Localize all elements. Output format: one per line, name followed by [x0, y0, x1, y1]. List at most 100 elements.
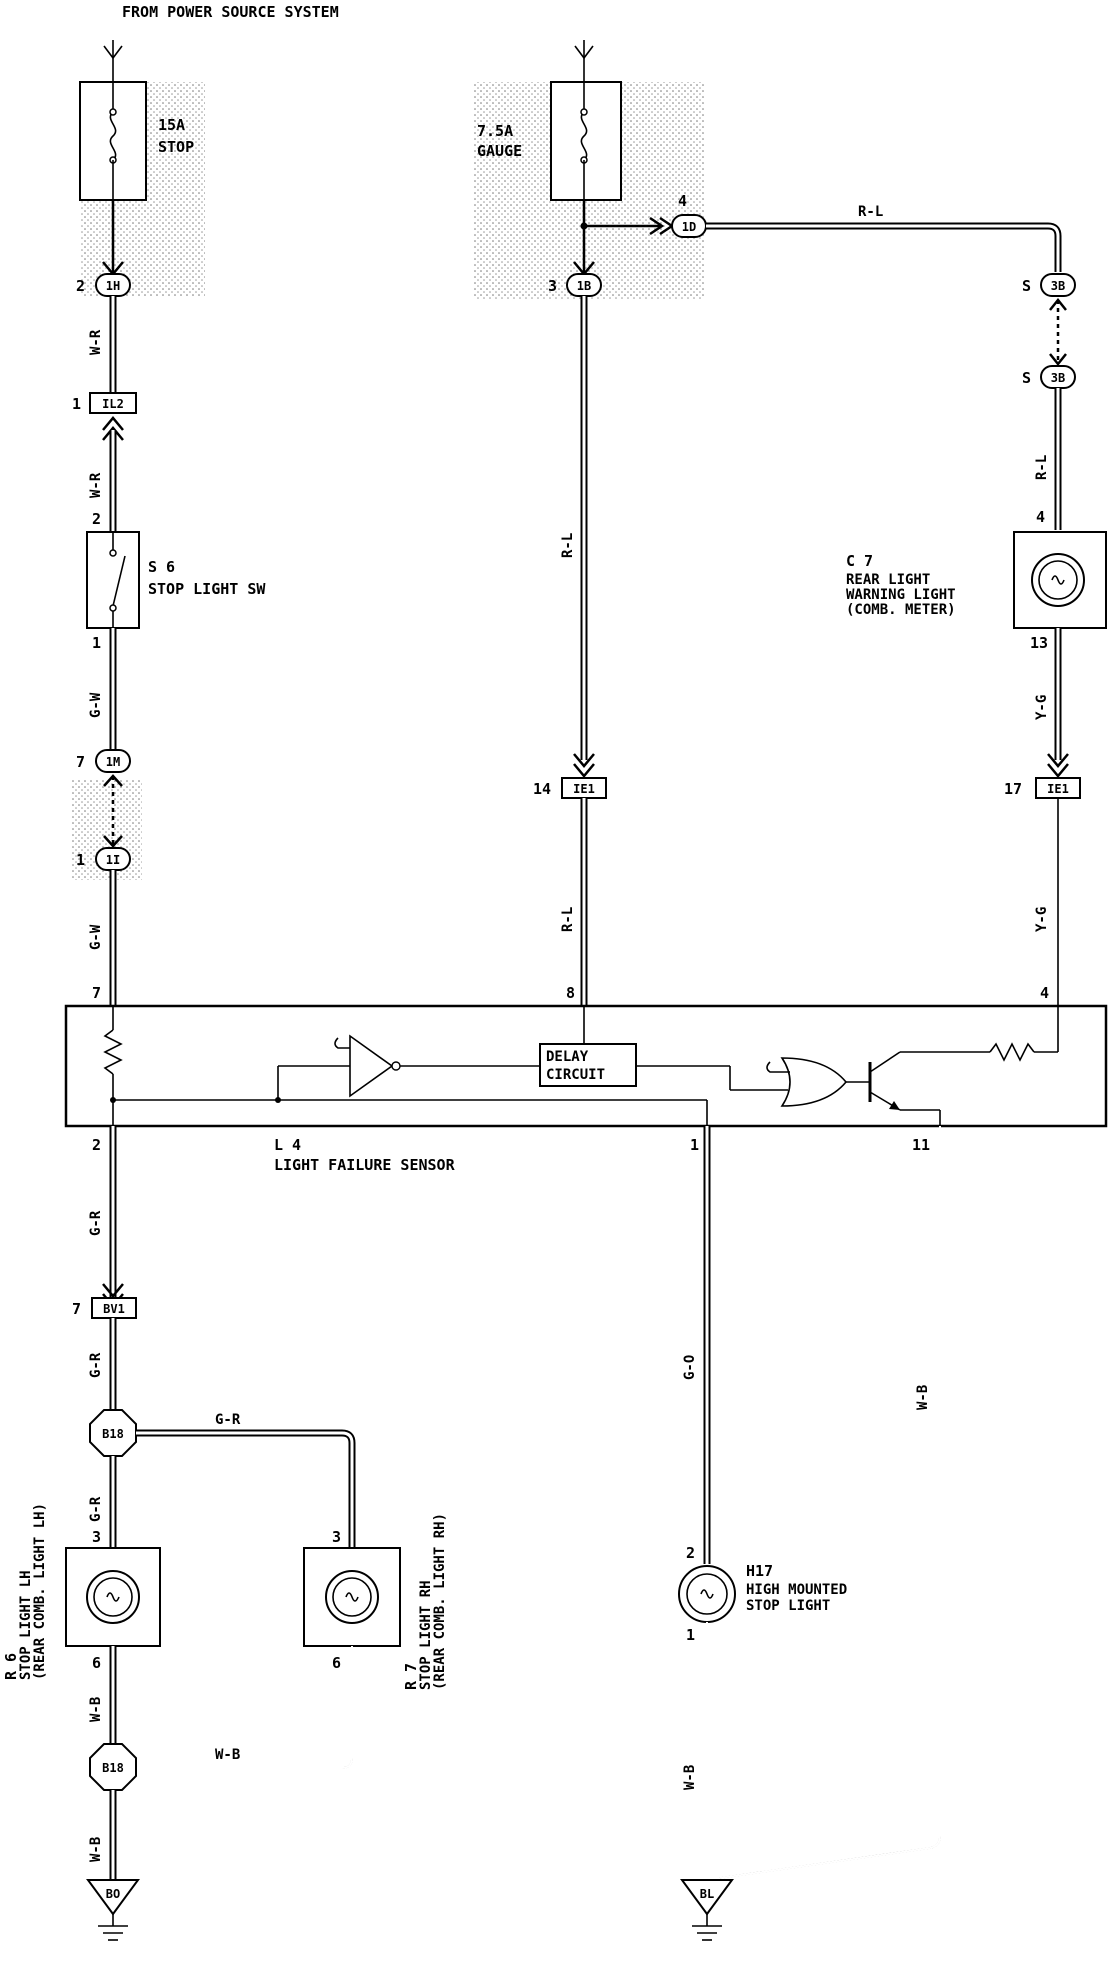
svg-text:W-B: W-B	[215, 1747, 240, 1763]
switch-contact-icon	[112, 555, 126, 607]
svg-text:13: 13	[1030, 634, 1048, 652]
s6-name: STOP LIGHT SW	[148, 580, 266, 598]
svg-text:Y-G: Y-G	[1034, 907, 1050, 932]
svg-text:S: S	[1022, 369, 1031, 387]
ground-BL-icon	[680, 1879, 734, 1916]
svg-text:2: 2	[76, 277, 85, 295]
svg-text:W-B: W-B	[682, 1765, 698, 1790]
svg-text:4: 4	[1036, 508, 1045, 526]
svg-text:7: 7	[76, 753, 85, 771]
resistor-icon	[989, 1042, 1035, 1062]
stop-lights-rear: G-R BV1 7 G-R B18 G-R G-R 3 3 R 6 STO	[2, 1126, 448, 1941]
svg-text:1M: 1M	[106, 755, 120, 769]
svg-text:2: 2	[686, 1544, 695, 1562]
svg-text:R-L: R-L	[1034, 455, 1050, 480]
svg-text:DELAY: DELAY	[546, 1049, 589, 1065]
svg-text:R 7: R 7	[402, 1663, 420, 1690]
svg-text:11: 11	[912, 1136, 930, 1154]
svg-text:W-R: W-R	[88, 329, 104, 355]
fuse-gauge-name: GAUGE	[477, 142, 522, 160]
high-mounted-stop-light-circuit: G-O 2 H17 HIGH MOUNTED STOP LIGHT 1 W-B …	[678, 1126, 941, 1941]
svg-text:IE1: IE1	[573, 782, 595, 796]
h17-code: H17	[746, 1562, 773, 1580]
c7-code: C 7	[846, 552, 873, 570]
svg-text:7: 7	[72, 1300, 81, 1318]
svg-text:BV1: BV1	[103, 1302, 125, 1316]
svg-text:HIGH MOUNTED: HIGH MOUNTED	[746, 1582, 847, 1598]
svg-text:14: 14	[533, 780, 551, 798]
svg-text:IL2: IL2	[102, 397, 124, 411]
svg-text:4: 4	[678, 192, 687, 210]
svg-text:STOP LIGHT: STOP LIGHT	[746, 1598, 830, 1614]
gauge-fuse-circuit: 7.5A GAUGE 1D 4 1B 3 R-L IE1 14 R-L 8	[477, 40, 707, 1006]
svg-text:BL: BL	[700, 1887, 714, 1901]
svg-text:7: 7	[92, 984, 101, 1002]
fuse-icon	[109, 111, 117, 161]
svg-text:REAR LIGHT: REAR LIGHT	[846, 572, 930, 588]
svg-text:R 6: R 6	[2, 1653, 20, 1680]
ground-BO-icon	[86, 1879, 140, 1916]
svg-text:G-R: G-R	[88, 1210, 104, 1236]
svg-text:STOP LIGHT RH: STOP LIGHT RH	[418, 1580, 434, 1690]
fuse-gauge-rating: 7.5A	[477, 122, 513, 140]
s6-code: S 6	[148, 558, 175, 576]
svg-text:(REAR COMB. LIGHT LH): (REAR COMB. LIGHT LH)	[32, 1503, 48, 1680]
svg-text:B18: B18	[102, 1427, 124, 1441]
svg-text:1: 1	[76, 851, 85, 869]
svg-text:1B: 1B	[577, 279, 591, 293]
svg-text:3: 3	[92, 1528, 101, 1546]
connector-3B-top	[1040, 273, 1076, 297]
fuse-stop-name: STOP	[158, 138, 194, 156]
svg-text:W-R: W-R	[88, 472, 104, 498]
svg-text:WARNING LIGHT: WARNING LIGHT	[846, 587, 956, 603]
rear-light-warning-circuit: R-L 3B S 3B S R-L 4 C 7 REAR LIGHT WARNI…	[706, 204, 1107, 1006]
svg-text:Y-G: Y-G	[1034, 695, 1050, 720]
connector-B18-top	[89, 1409, 137, 1457]
stop-fuse-circuit: 15A STOP 1H 2 W-R IL2 1 W-R 2 S 6 STOP	[72, 40, 266, 1006]
svg-text:1I: 1I	[106, 853, 120, 867]
svg-text:G-R: G-R	[215, 1412, 241, 1428]
svg-text:3B: 3B	[1051, 279, 1065, 293]
svg-text:W-B: W-B	[915, 1385, 931, 1410]
svg-text:(COMB. METER): (COMB. METER)	[846, 602, 956, 618]
svg-text:G-R: G-R	[88, 1352, 104, 1378]
fuse-7-5a-gauge	[550, 81, 622, 201]
svg-text:1: 1	[72, 395, 81, 413]
svg-text:(REAR COMB. LIGHT RH): (REAR COMB. LIGHT RH)	[432, 1513, 448, 1690]
connector-B18-bottom	[89, 1743, 137, 1791]
svg-text:W-B: W-B	[88, 1697, 104, 1722]
or-gate-icon	[780, 1057, 848, 1107]
svg-text:17: 17	[1004, 780, 1022, 798]
svg-text:STOP LIGHT LH: STOP LIGHT LH	[18, 1570, 34, 1680]
svg-text:3: 3	[548, 277, 557, 295]
svg-text:R-L: R-L	[560, 533, 576, 558]
svg-text:2: 2	[92, 1136, 101, 1154]
svg-text:G-W: G-W	[88, 924, 104, 950]
svg-text:CIRCUIT: CIRCUIT	[546, 1067, 605, 1083]
svg-text:G-O: G-O	[682, 1355, 698, 1380]
delay-circuit	[539, 1043, 637, 1087]
svg-text:W-B: W-B	[88, 1837, 104, 1862]
light-failure-sensor: DELAY CIRCUIT L 4 LIGHT FAILURE SENSOR 2…	[64, 1004, 1108, 1174]
svg-text:1D: 1D	[682, 220, 696, 234]
svg-text:1H: 1H	[106, 279, 120, 293]
connector-1M	[95, 749, 131, 773]
svg-text:BO: BO	[106, 1887, 120, 1901]
fuse-icon	[580, 111, 588, 161]
svg-text:4: 4	[1040, 984, 1049, 1002]
svg-text:6: 6	[92, 1654, 101, 1672]
inverter-icon	[349, 1034, 394, 1098]
resistor-icon	[103, 1029, 123, 1075]
svg-text:B18: B18	[102, 1761, 124, 1775]
connector-IL2	[89, 392, 137, 414]
svg-text:IE1: IE1	[1047, 782, 1069, 796]
svg-text:R-L: R-L	[560, 907, 576, 932]
svg-text:R-L: R-L	[858, 204, 883, 220]
svg-text:1: 1	[690, 1136, 699, 1154]
svg-text:3B: 3B	[1051, 371, 1065, 385]
svg-text:8: 8	[566, 984, 575, 1002]
svg-text:3: 3	[332, 1528, 341, 1546]
svg-text:G-W: G-W	[88, 692, 104, 718]
fuse-stop-rating: 15A	[158, 116, 185, 134]
